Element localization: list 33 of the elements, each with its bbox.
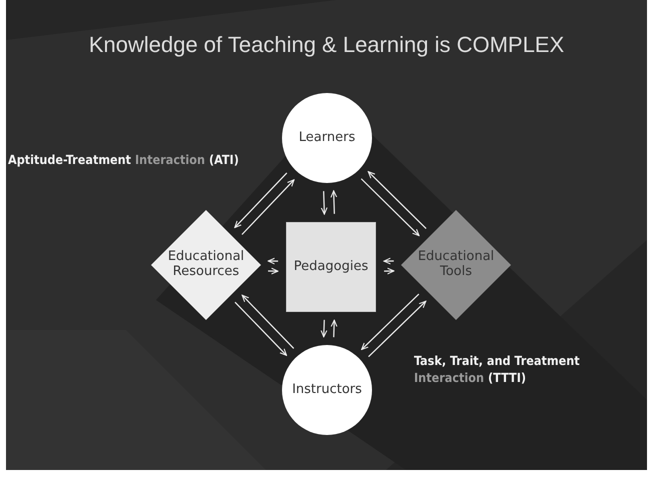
arrow	[242, 179, 295, 235]
node-label: Pedagogies	[294, 260, 368, 274]
process-box	[286, 222, 376, 312]
circle-node	[282, 345, 372, 435]
annotation-text: (ATI)	[209, 152, 239, 167]
annotation-text: Interaction	[135, 152, 205, 167]
node-label: Instructors	[292, 382, 362, 398]
arrow	[234, 302, 288, 356]
arrow	[268, 258, 278, 264]
arrow	[361, 294, 420, 350]
node-label: Educational Tools	[416, 250, 496, 280]
annotation-text: (TTTI)	[488, 370, 526, 385]
arrow	[320, 320, 328, 338]
arrow	[330, 320, 338, 338]
arrow	[242, 294, 294, 349]
title: Knowledge of Teaching & Learning is COMPLEX	[88, 32, 566, 58]
decision-diamond	[151, 210, 261, 320]
arrow	[383, 258, 394, 264]
arrow	[330, 190, 338, 214]
decision-diamond	[401, 210, 511, 320]
arrow	[234, 172, 288, 228]
circle-node	[282, 93, 372, 183]
arrow	[268, 268, 278, 274]
arrow	[320, 191, 328, 215]
annotation-text: Aptitude-Treatment	[8, 152, 132, 167]
arrow	[384, 268, 394, 274]
arrow	[368, 171, 427, 229]
arrow	[368, 300, 426, 358]
node-label: Learners	[298, 130, 356, 146]
annotation-text: Task, Trait, and Treatment	[414, 353, 580, 368]
arrow	[360, 178, 420, 236]
node-label: Educational Resources	[166, 250, 246, 280]
annotation-text: Interaction	[414, 370, 484, 385]
